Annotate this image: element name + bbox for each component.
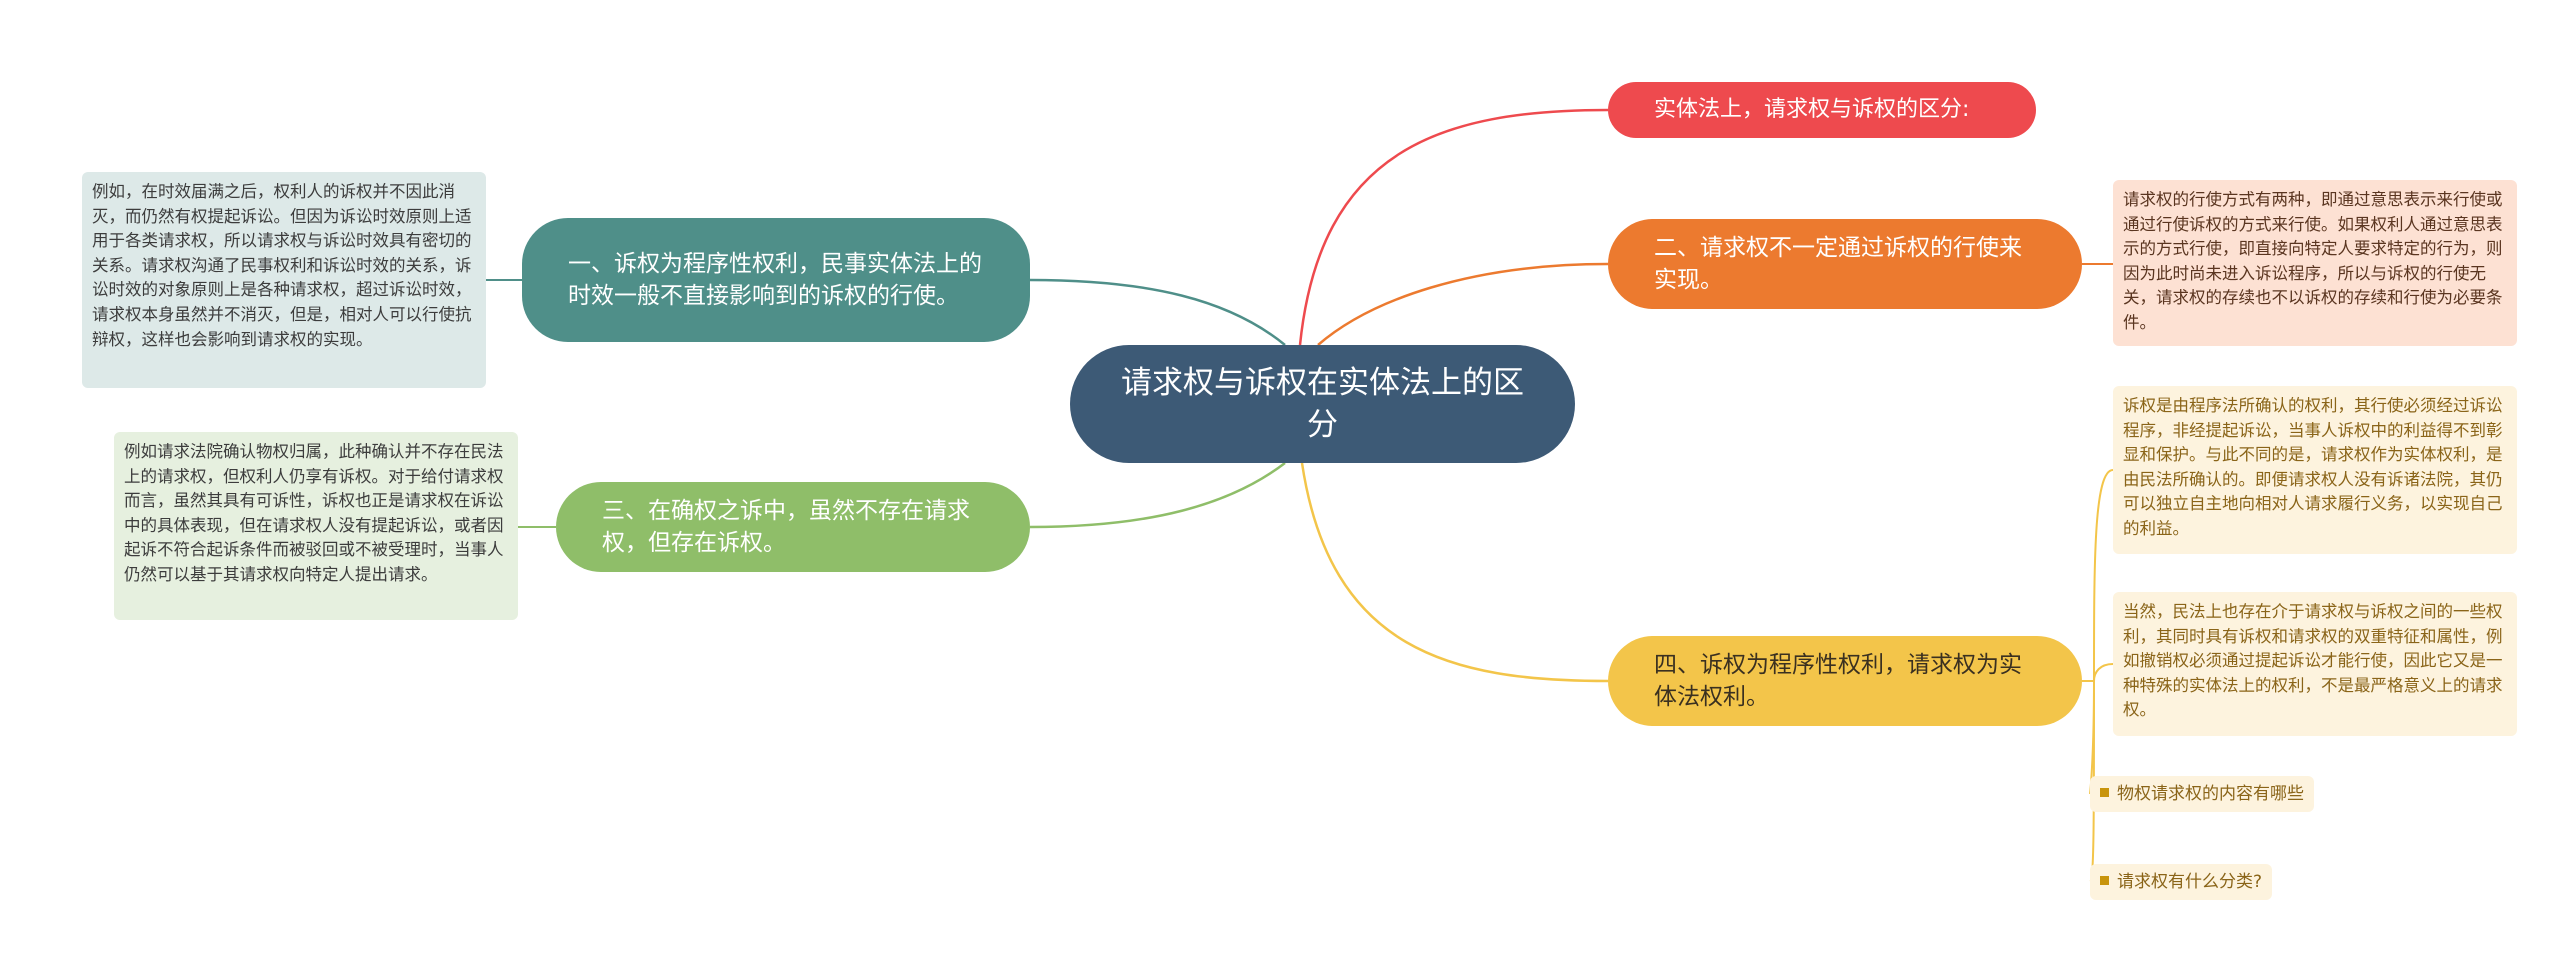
note-text: 例如，在时效届满之后，权利人的诉权并不因此消灭，而仍然有权提起诉讼。但因为诉讼时… — [92, 182, 472, 349]
link-center-two — [1317, 262, 1609, 346]
link-center-three — [1029, 462, 1286, 529]
link-four-b — [2093, 663, 2114, 682]
note-branch-two: 请求权的行使方式有两种，即通过意思表示来行使或通过行使诉权的方式来行使。如果权利… — [2113, 180, 2517, 346]
central-topic[interactable]: 请求权与诉权在实体法上的区分 — [1070, 345, 1575, 463]
related-topic-label: 物权请求权的内容有哪些 — [2117, 784, 2304, 804]
related-topic-link[interactable]: 物权请求权的内容有哪些 — [2090, 776, 2314, 812]
branch-label: 三、在确权之诉中，虽然不存在请求权，但存在诉权。 — [602, 498, 970, 556]
bullet-square-icon — [2100, 876, 2109, 885]
branch-one[interactable]: 一、诉权为程序性权利，民事实体法上的时效一般不直接影响到的诉权的行使。 — [522, 218, 1030, 342]
note-branch-four-a: 诉权是由程序法所确认的权利，其行使必须经过诉讼程序，非经提起诉讼，当事人诉权中的… — [2113, 386, 2517, 554]
link-center-red — [1298, 108, 1609, 346]
branch-label: 四、诉权为程序性权利，请求权为实体法权利。 — [1654, 652, 2022, 710]
note-text: 诉权是由程序法所确认的权利，其行使必须经过诉讼程序，非经提起诉讼，当事人诉权中的… — [2123, 396, 2503, 538]
branch-three[interactable]: 三、在确权之诉中，虽然不存在请求权，但存在诉权。 — [556, 482, 1030, 572]
branch-four[interactable]: 四、诉权为程序性权利，请求权为实体法权利。 — [1608, 636, 2082, 726]
note-text: 请求权的行使方式有两种，即通过意思表示来行使或通过行使诉权的方式来行使。如果权利… — [2123, 190, 2503, 332]
bullet-square-icon — [2100, 788, 2109, 797]
branch-label: 二、请求权不一定通过诉权的行使来实现。 — [1654, 235, 2022, 293]
note-text: 当然，民法上也存在介于请求权与诉权之间的一些权利，其同时具有诉权和请求权的双重特… — [2123, 602, 2503, 720]
related-topic-label: 请求权有什么分类? — [2117, 872, 2263, 892]
branch-label: 一、诉权为程序性权利，民事实体法上的时效一般不直接影响到的诉权的行使。 — [568, 251, 982, 309]
link-four-a — [2093, 469, 2114, 682]
link-center-one — [1029, 278, 1286, 346]
central-topic-label: 请求权与诉权在实体法上的区分 — [1121, 365, 1524, 443]
note-branch-four-b: 当然，民法上也存在介于请求权与诉权之间的一些权利，其同时具有诉权和请求权的双重特… — [2113, 592, 2517, 736]
branch-substantive-law-header[interactable]: 实体法上，请求权与诉权的区分: — [1608, 82, 2036, 138]
note-text: 例如请求法院确认物权归属，此种确认并不存在民法上的请求权，但权利人仍享有诉权。对… — [124, 442, 504, 584]
note-branch-one: 例如，在时效届满之后，权利人的诉权并不因此消灭，而仍然有权提起诉讼。但因为诉讼时… — [82, 172, 486, 388]
branch-two[interactable]: 二、请求权不一定通过诉权的行使来实现。 — [1608, 219, 2082, 309]
note-branch-three: 例如请求法院确认物权归属，此种确认并不存在民法上的请求权，但权利人仍享有诉权。对… — [114, 432, 518, 620]
link-center-four — [1300, 462, 1609, 683]
branch-label: 实体法上，请求权与诉权的区分: — [1654, 97, 1970, 122]
related-topic-link[interactable]: 请求权有什么分类? — [2090, 864, 2273, 900]
